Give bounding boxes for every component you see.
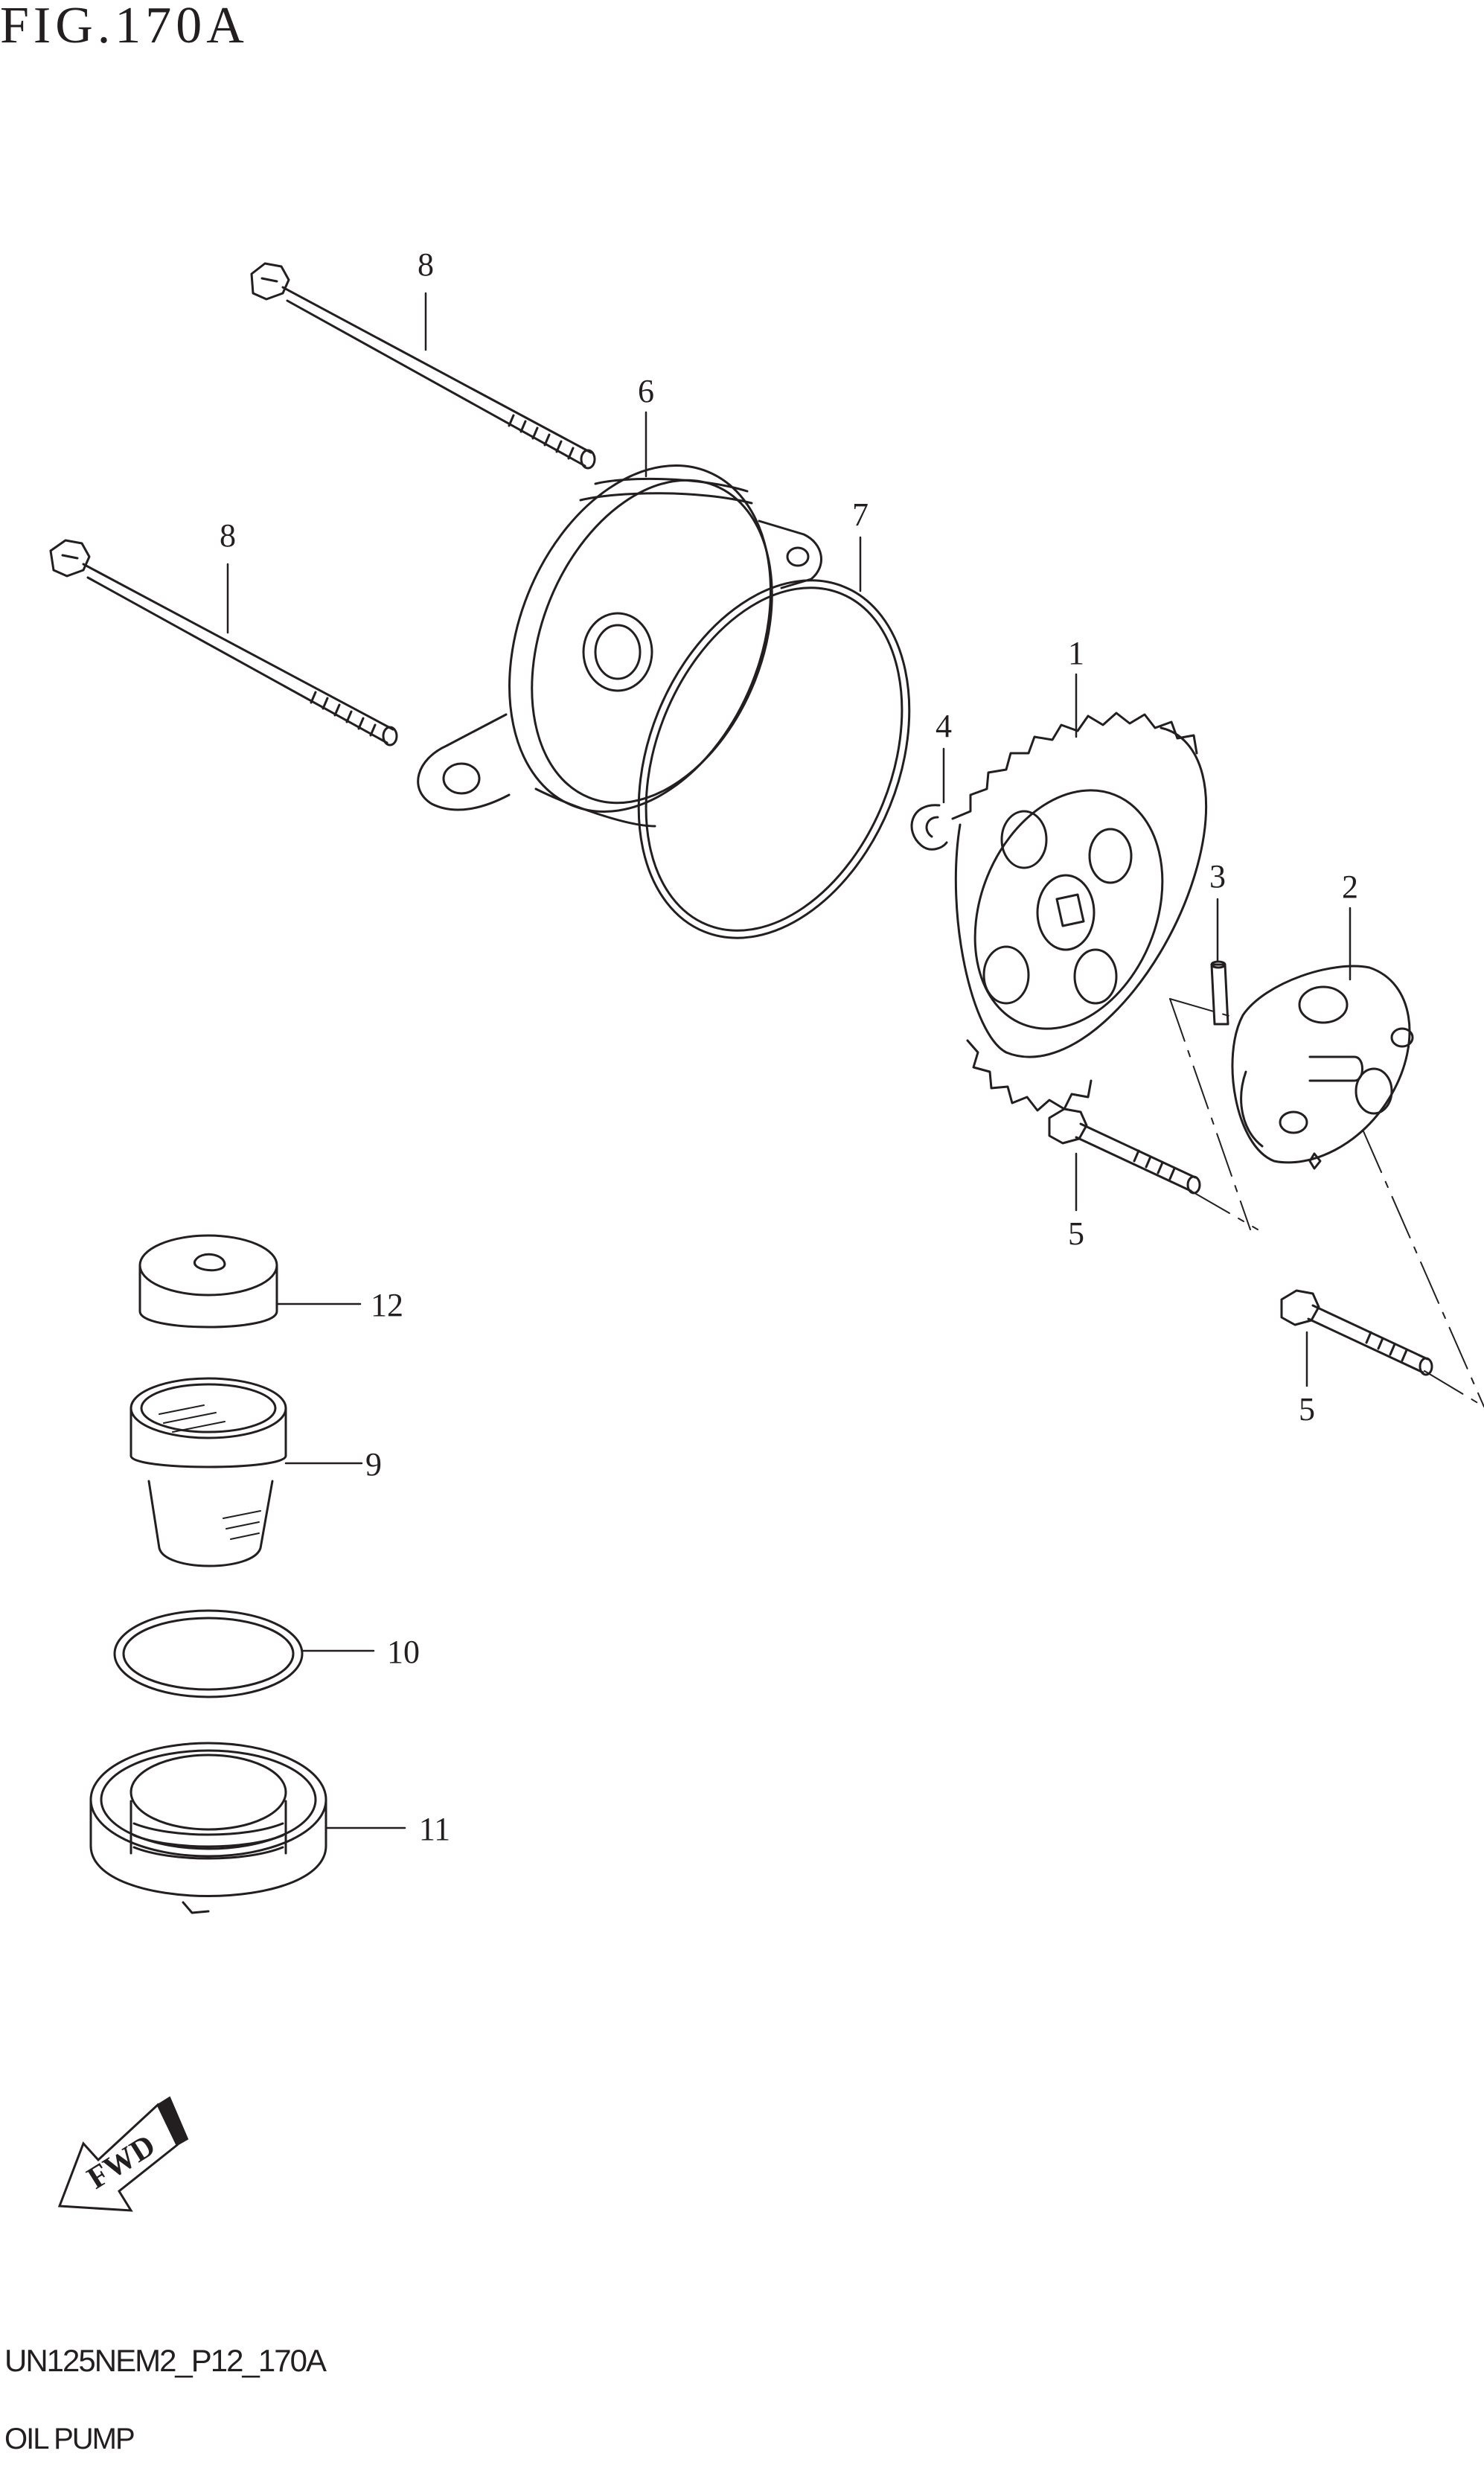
bolt-5-b xyxy=(1280,1289,1433,1376)
callout-2: 2 xyxy=(1342,869,1358,905)
callout-3: 3 xyxy=(1209,858,1226,895)
bolt-5-a xyxy=(1048,1107,1201,1195)
callout-10: 11 xyxy=(419,1811,450,1847)
oil-strainer-9 xyxy=(129,1377,287,1567)
callout-5b: 5 xyxy=(1299,1391,1315,1428)
circlip-4 xyxy=(910,804,948,851)
o-ring-7 xyxy=(637,579,911,939)
gear-1 xyxy=(951,712,1208,1112)
figure-title: FIG.170A xyxy=(0,0,249,54)
o-ring-12 xyxy=(113,1609,304,1698)
figure-caption: OIL PUMP xyxy=(4,2423,135,2455)
pump-cover-6 xyxy=(417,464,822,828)
drain-plug-10 xyxy=(89,1742,327,1914)
callout-9: 9 xyxy=(365,1446,382,1483)
callout-8a: 8 xyxy=(418,246,434,283)
drawing-code: UN125NEM2_P12_170A xyxy=(4,2343,327,2378)
callout-12: 10 xyxy=(387,1634,420,1670)
phantom-lines xyxy=(1169,998,1484,1407)
callout-6: 6 xyxy=(638,373,654,409)
strainer-cap-11 xyxy=(138,1234,278,1329)
callout-11: 12 xyxy=(371,1287,403,1323)
bolt-8-upper xyxy=(250,262,596,470)
callout-1: 1 xyxy=(1068,635,1084,671)
fwd-arrow-icon: FWD xyxy=(57,2096,189,2212)
callout-5a: 5 xyxy=(1068,1215,1084,1252)
callout-8b: 8 xyxy=(220,517,236,554)
leader-lines xyxy=(226,292,1352,1829)
callout-4: 4 xyxy=(936,708,952,744)
callout-7: 7 xyxy=(852,496,869,533)
bolt-8-lower xyxy=(49,539,398,747)
pump-body-2 xyxy=(1231,965,1414,1170)
